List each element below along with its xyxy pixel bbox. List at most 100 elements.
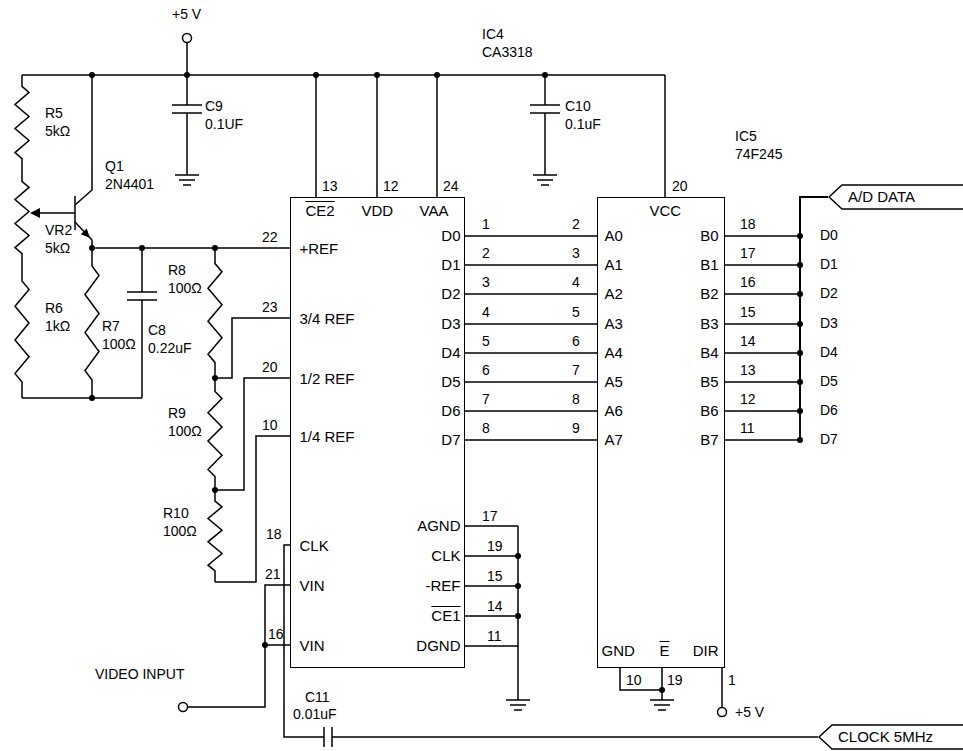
pin-number: 14: [487, 598, 503, 614]
junction-dot: [515, 553, 521, 559]
pin-name: 3/4 REF: [300, 310, 355, 327]
wire: [215, 318, 290, 378]
pin-name: CE1: [431, 607, 460, 624]
pin-number: 13: [322, 178, 338, 194]
component-label: 100Ω: [168, 280, 202, 296]
pin-name: A6: [605, 402, 623, 419]
pin-name: DGND: [416, 637, 460, 654]
resistor-symbol: [15, 75, 29, 170]
pin-name: E: [660, 642, 670, 659]
pin-number: 22: [262, 229, 278, 245]
component-label: 0.22uF: [148, 340, 192, 356]
pin-name: D3: [441, 315, 460, 332]
ic-chip: A0A1A2A3A4A5A6A7VCCB0B1B2B3B4B5B6B7GNDED…: [597, 197, 725, 668]
wire: [215, 436, 290, 582]
pin-name: B6: [700, 402, 718, 419]
wire-connector: [465, 293, 597, 295]
pin-number: 12: [740, 391, 756, 407]
wire-connector: [725, 197, 828, 353]
ground-symbol: [183, 184, 191, 186]
pin-wire: [465, 645, 518, 647]
component-label: 0.1uF: [565, 116, 601, 132]
pin-number: 7: [482, 391, 490, 407]
pentagon-outline: [819, 725, 963, 749]
pin-name: D2: [441, 285, 460, 302]
wire-connector: [465, 439, 597, 441]
wire: [22, 397, 142, 399]
pin-number: 8: [482, 420, 490, 436]
pin-name: B4: [700, 344, 718, 361]
wire-connector: [465, 352, 597, 354]
pin-name: A1: [605, 256, 623, 273]
pentagon-outline: [829, 185, 963, 209]
emitter-arrow: [81, 229, 90, 238]
label-text: CLOCK 5MHz: [838, 728, 933, 745]
pin-wire: [376, 75, 378, 197]
pin-name: DIR: [693, 642, 719, 659]
signal-name: D4: [820, 344, 838, 360]
pin-number: 10: [262, 417, 278, 433]
pin-wire: [315, 75, 317, 197]
wire: [92, 247, 290, 249]
component-label: 0.01uF: [293, 706, 337, 722]
ground-symbol: [537, 179, 553, 181]
wire-connector: [725, 197, 828, 411]
terminal: [179, 703, 188, 712]
ground-symbol: [650, 699, 674, 701]
junction-dot: [659, 687, 665, 693]
pin-number: 20: [262, 359, 278, 375]
pin-number: 6: [572, 333, 580, 349]
pin-name: A2: [605, 285, 623, 302]
pin-number: 3: [482, 274, 490, 290]
pin-number: 4: [572, 274, 580, 290]
wire: [186, 113, 188, 175]
component-label: IC5: [735, 128, 757, 144]
component-label: C11: [305, 689, 330, 705]
pin-number: 12: [383, 178, 399, 194]
pin-name: VAA: [420, 202, 449, 219]
pin-number: 17: [482, 508, 498, 524]
resistor-symbol: [15, 265, 29, 398]
wire: [141, 248, 143, 292]
label-text: A/D DATA: [848, 188, 915, 205]
pin-number: 19: [487, 538, 503, 554]
ground-symbol: [541, 184, 549, 186]
component-label: R10: [163, 505, 189, 521]
component-label: C10: [565, 98, 591, 114]
wire-connector: [725, 197, 828, 440]
wire-connector: [725, 197, 828, 324]
pin-name: D7: [441, 431, 460, 448]
pin-number: 10: [626, 672, 642, 688]
resistor-symbol: [208, 378, 222, 490]
wire-connector: [465, 410, 597, 412]
pin-name: A7: [605, 431, 623, 448]
pin-name: D0: [441, 227, 460, 244]
pin-name: VIN: [300, 637, 325, 654]
pin-wire: [465, 615, 518, 617]
supply-label: +5 V: [735, 704, 764, 720]
component-label: 5kΩ: [45, 123, 70, 139]
signal-name: D5: [820, 373, 838, 389]
pin-wire: [465, 585, 518, 587]
junction-dot: [212, 487, 218, 493]
resistor-symbol: [15, 170, 29, 265]
component-label: 1kΩ: [45, 318, 70, 334]
pin-name: B2: [700, 285, 718, 302]
pin-number: 1: [728, 672, 736, 688]
component-label: 100Ω: [163, 523, 197, 539]
junction-dot: [262, 642, 268, 648]
pin-number: 15: [487, 568, 503, 584]
pin-number: 11: [487, 628, 502, 644]
pin-name: VIN: [300, 577, 325, 594]
component-label: R9: [168, 405, 186, 421]
component-label: 0.1UF: [205, 116, 243, 132]
wire-connector: [725, 197, 828, 294]
component-label: R6: [45, 300, 63, 316]
junction-dot: [515, 613, 521, 619]
wire: [186, 75, 188, 105]
pin-number: 14: [740, 333, 756, 349]
pin-name: B5: [700, 373, 718, 390]
pin-number: 18: [740, 216, 756, 232]
wire-connector: [725, 197, 828, 265]
